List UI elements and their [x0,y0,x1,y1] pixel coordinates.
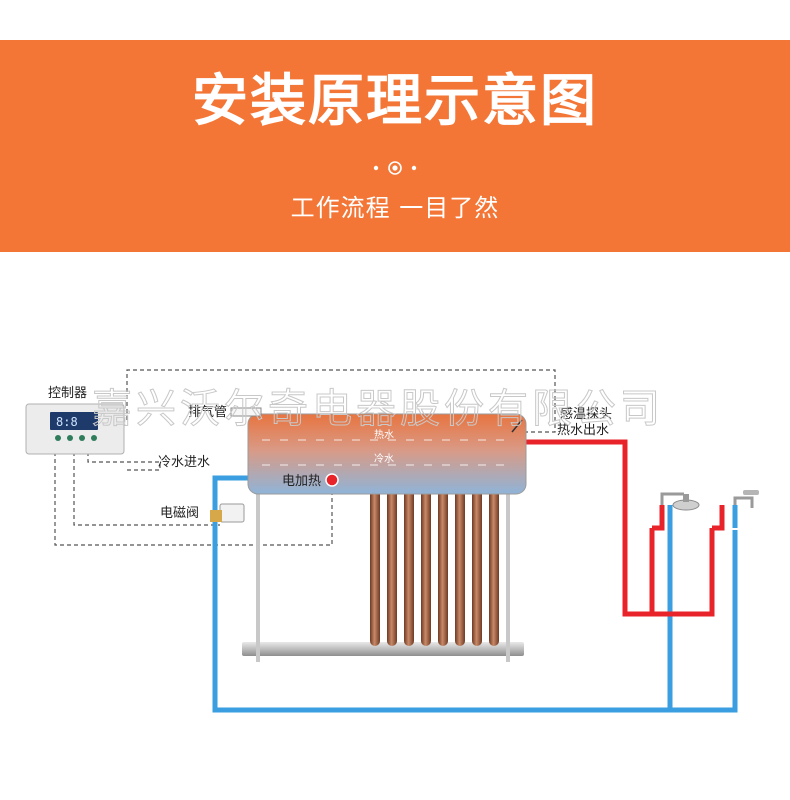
sensor-probe [511,419,523,433]
solenoid-valve-icon [210,503,245,523]
installation-diagram: 8:8 控制器 [25,369,759,713]
controller-screen [50,412,98,430]
support-bar [242,642,524,656]
support-leg-left [256,492,260,662]
vacuum-tube [489,468,499,646]
exhaust-pipe-label: 排气管 [188,404,227,420]
dot-right [411,165,417,171]
dot-left [373,165,379,171]
water-tank [247,413,527,495]
dot-center-ring [388,161,402,175]
header-banner [0,40,790,252]
vacuum-tube [421,468,431,646]
tank-hot-water-label: 热水 [374,428,394,441]
heater-wire [87,452,161,471]
controller: 8:8 [25,403,125,455]
tank-cold-water-label: 冷水 [374,452,394,465]
electric-heater-label: 电加热 [282,474,321,489]
company-watermark: 嘉兴沃尔奇电器股份有限公司 [92,386,664,432]
page-subtitle: 工作流程 一目了然 [290,194,500,222]
valve-wire [73,452,220,526]
vacuum-tube [455,468,465,646]
vacuum-tube [438,468,448,646]
controller-button [91,435,97,441]
dot-center [392,165,398,171]
electric-heater-icon [325,473,339,487]
controller-button [67,435,73,441]
vacuum-tubes [370,468,499,646]
hot-outlet-pipe [525,439,715,617]
hot-water-pipes [525,439,725,617]
heater-wire-loop [54,452,333,546]
sensor-wire [126,369,556,433]
tap-icon [733,490,759,508]
solenoid-valve-label: 电磁阀 [160,506,199,521]
vacuum-tube [472,468,482,646]
tap-riser-hot [712,505,725,531]
sensor-label: 感温探头 [560,406,612,422]
cold-inlet-label: 冷水进水 [158,455,210,470]
vacuum-tube [404,468,414,646]
exhaust-pipe [230,407,262,417]
shower-head-icon [660,492,700,511]
support-leg-right [506,492,510,662]
controller-label: 控制器 [48,386,87,401]
shower-riser-hot [652,505,665,531]
vacuum-tube [387,468,397,646]
controller-button [55,435,61,441]
cold-water-pipes [212,475,738,713]
decorative-dots [373,161,417,175]
controller-button [79,435,85,441]
hot-outlet-label: 热水出水 [557,423,609,438]
controller-display: 8:8 [56,415,78,429]
control-wires [54,369,556,546]
cold-inlet-pipe [212,475,738,713]
vacuum-tube [370,468,380,646]
page-title: 安装原理示意图 [192,69,598,134]
